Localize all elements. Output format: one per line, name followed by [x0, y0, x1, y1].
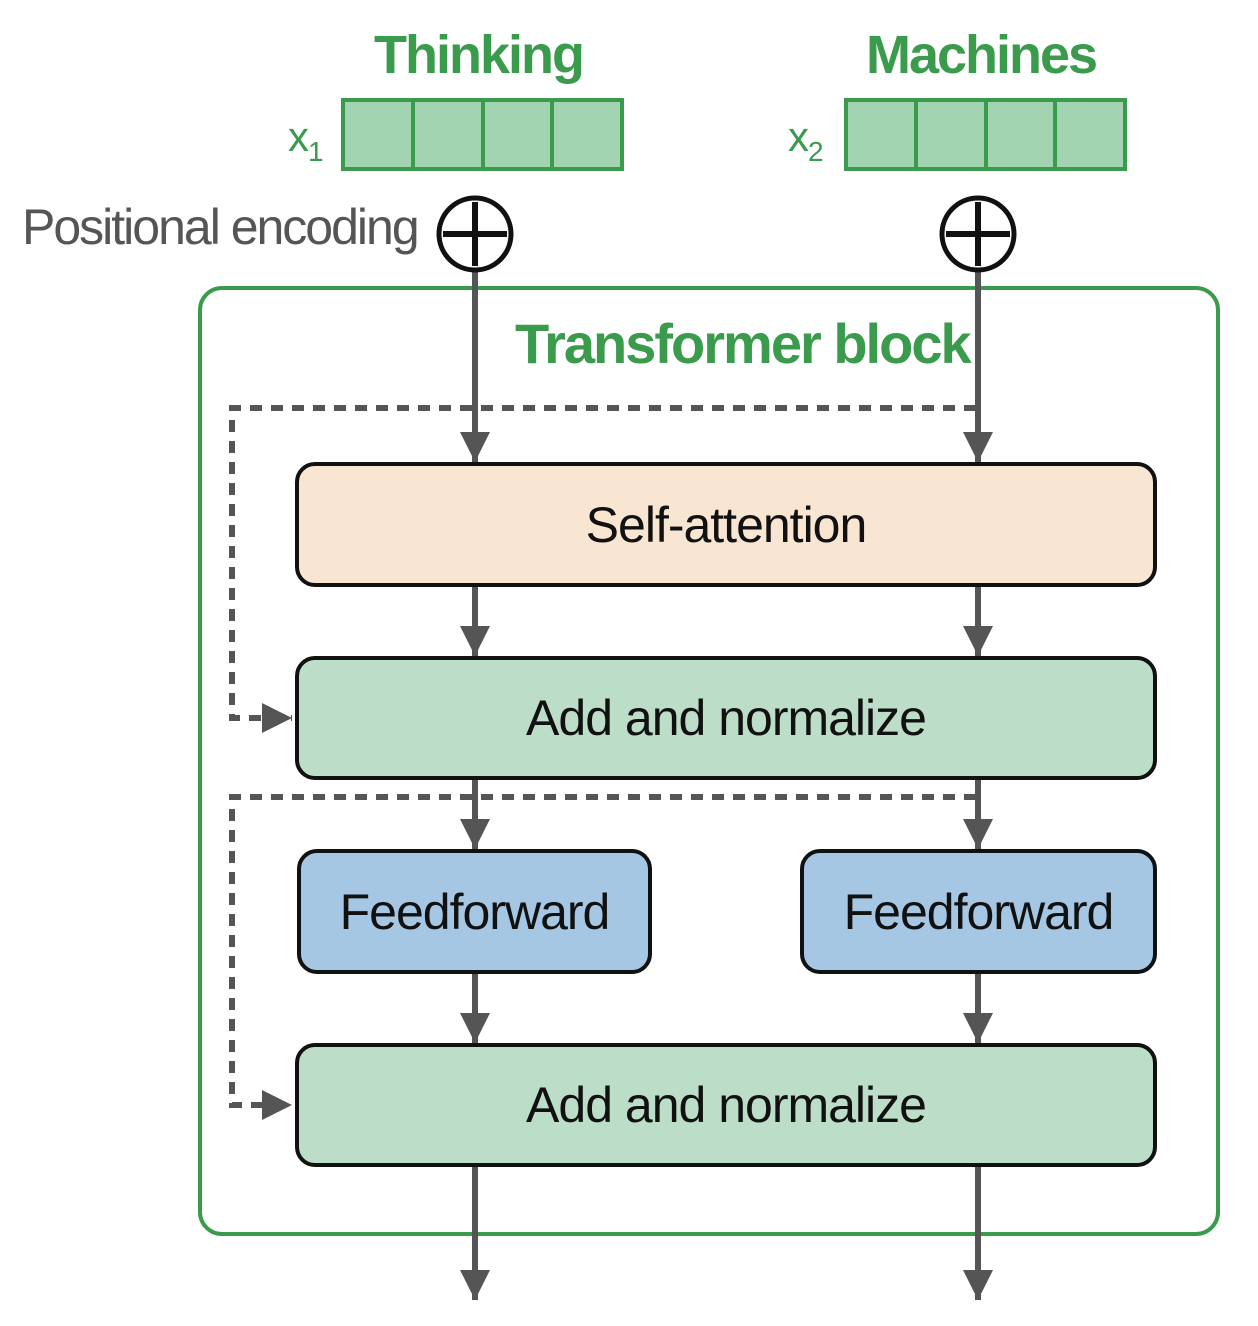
vector-subscript: 1 — [308, 136, 324, 167]
feedforward-label: Feedforward — [339, 883, 611, 940]
feedforward-label: Feedforward — [843, 883, 1115, 940]
embedding-cell — [415, 102, 485, 167]
vector-label-1: x1 — [288, 113, 324, 167]
vector-symbol: x — [288, 113, 309, 160]
feedforward-box-right: Feedforward — [800, 849, 1157, 974]
plus-circle-icon — [939, 195, 1017, 273]
plus-circle-icon — [436, 195, 514, 273]
token-word-1: Thinking — [374, 25, 585, 85]
residual-connection-2 — [229, 794, 976, 1120]
feedforward-box-left: Feedforward — [297, 849, 652, 974]
embedding-cell — [1057, 102, 1123, 167]
add-normalize-box-1: Add and normalize — [295, 656, 1157, 780]
embedding-cell — [918, 102, 988, 167]
add-normalize-label: Add and normalize — [526, 690, 927, 746]
vector-symbol: x — [788, 113, 809, 160]
transformer-block-border — [198, 286, 1220, 1236]
vector-subscript: 2 — [808, 136, 824, 167]
embedding-cell — [848, 102, 918, 167]
embedding-vector-1 — [341, 98, 624, 171]
embedding-cell — [554, 102, 620, 167]
self-attention-label: Self-attention — [585, 496, 868, 553]
vector-label-2: x2 — [788, 113, 824, 167]
embedding-cell — [345, 102, 415, 167]
embedding-cell — [988, 102, 1058, 167]
token-word-2: Machines — [866, 25, 1098, 85]
add-normalize-box-2: Add and normalize — [295, 1043, 1157, 1167]
embedding-cell — [485, 102, 555, 167]
self-attention-box: Self-attention — [295, 462, 1157, 587]
add-normalize-label: Add and normalize — [526, 1077, 927, 1133]
embedding-vector-2 — [844, 98, 1127, 171]
transformer-block-title: Transformer block — [515, 312, 972, 375]
positional-encoding-label: Positional encoding — [22, 199, 420, 255]
